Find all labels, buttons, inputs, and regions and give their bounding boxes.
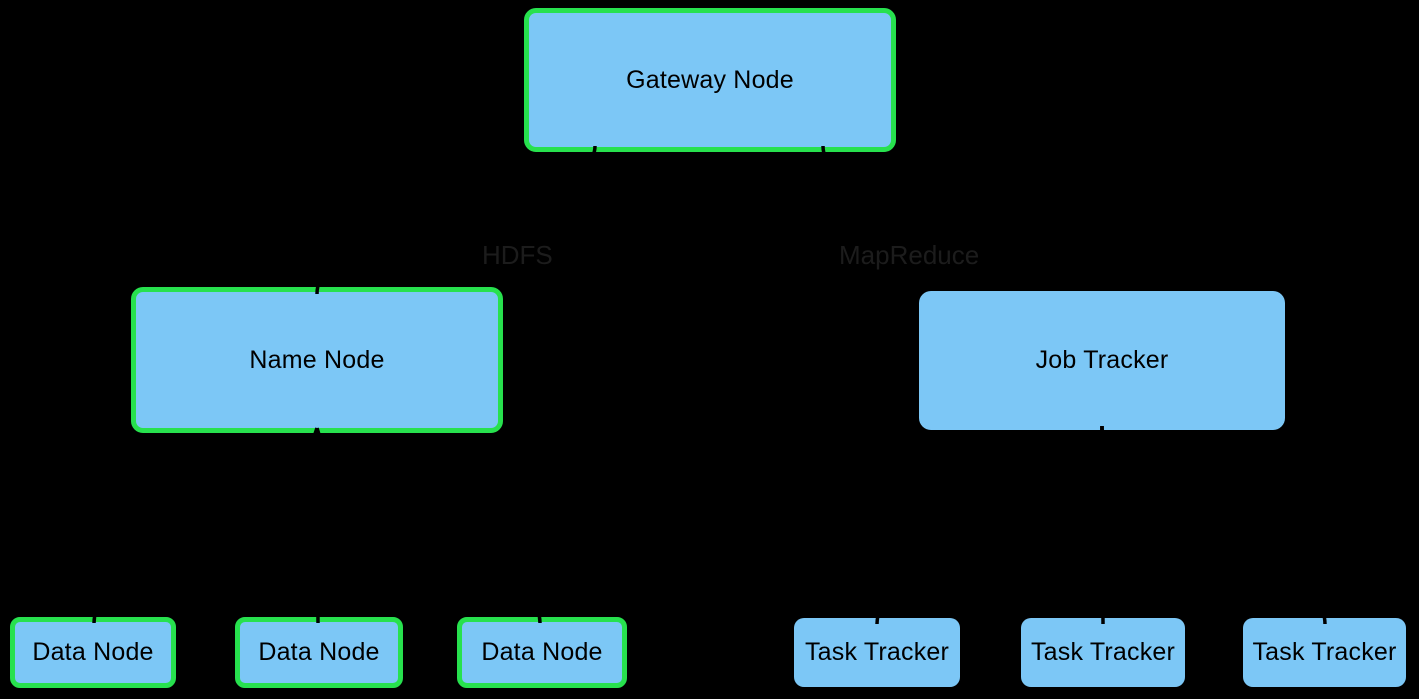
task-tracker-box-3: Task Tracker [1243, 618, 1406, 687]
task-tracker-label-1: Task Tracker [804, 638, 950, 666]
name-node-box: Name Node [131, 287, 503, 433]
gateway-node-box: Gateway Node [524, 8, 896, 152]
connector-jobtracker-tasktracker1 [875, 425, 1104, 625]
data-node-label-2: Data Node [258, 638, 380, 666]
data-node-box-2: Data Node [235, 617, 403, 688]
connector-jobtracker-tasktracker2 [1100, 425, 1105, 625]
connector-namenode-datanode1 [92, 427, 319, 624]
connector-namenode-datanode2 [315, 427, 320, 624]
connector-namenode-datanode3 [315, 427, 542, 624]
task-tracker-label-3: Task Tracker [1252, 638, 1397, 666]
task-tracker-box-1: Task Tracker [794, 618, 960, 687]
connector-gateway-namenode [315, 145, 597, 295]
data-node-box-1: Data Node [10, 617, 176, 688]
mapreduce-section-label: MapReduce [839, 240, 980, 270]
data-node-label-3: Data Node [481, 638, 603, 666]
task-tracker-box-2: Task Tracker [1021, 618, 1185, 687]
data-node-box-3: Data Node [457, 617, 627, 688]
connector-jobtracker-tasktracker3 [1100, 425, 1327, 625]
job-tracker-box: Job Tracker [919, 291, 1285, 430]
gateway-node-label: Gateway Node [626, 65, 794, 94]
data-node-label-1: Data Node [32, 638, 154, 666]
job-tracker-label: Job Tracker [1035, 346, 1169, 374]
task-tracker-label-2: Task Tracker [1030, 638, 1176, 666]
hdfs-section-label: HDFS [482, 240, 553, 270]
name-node-label: Name Node [249, 345, 385, 374]
